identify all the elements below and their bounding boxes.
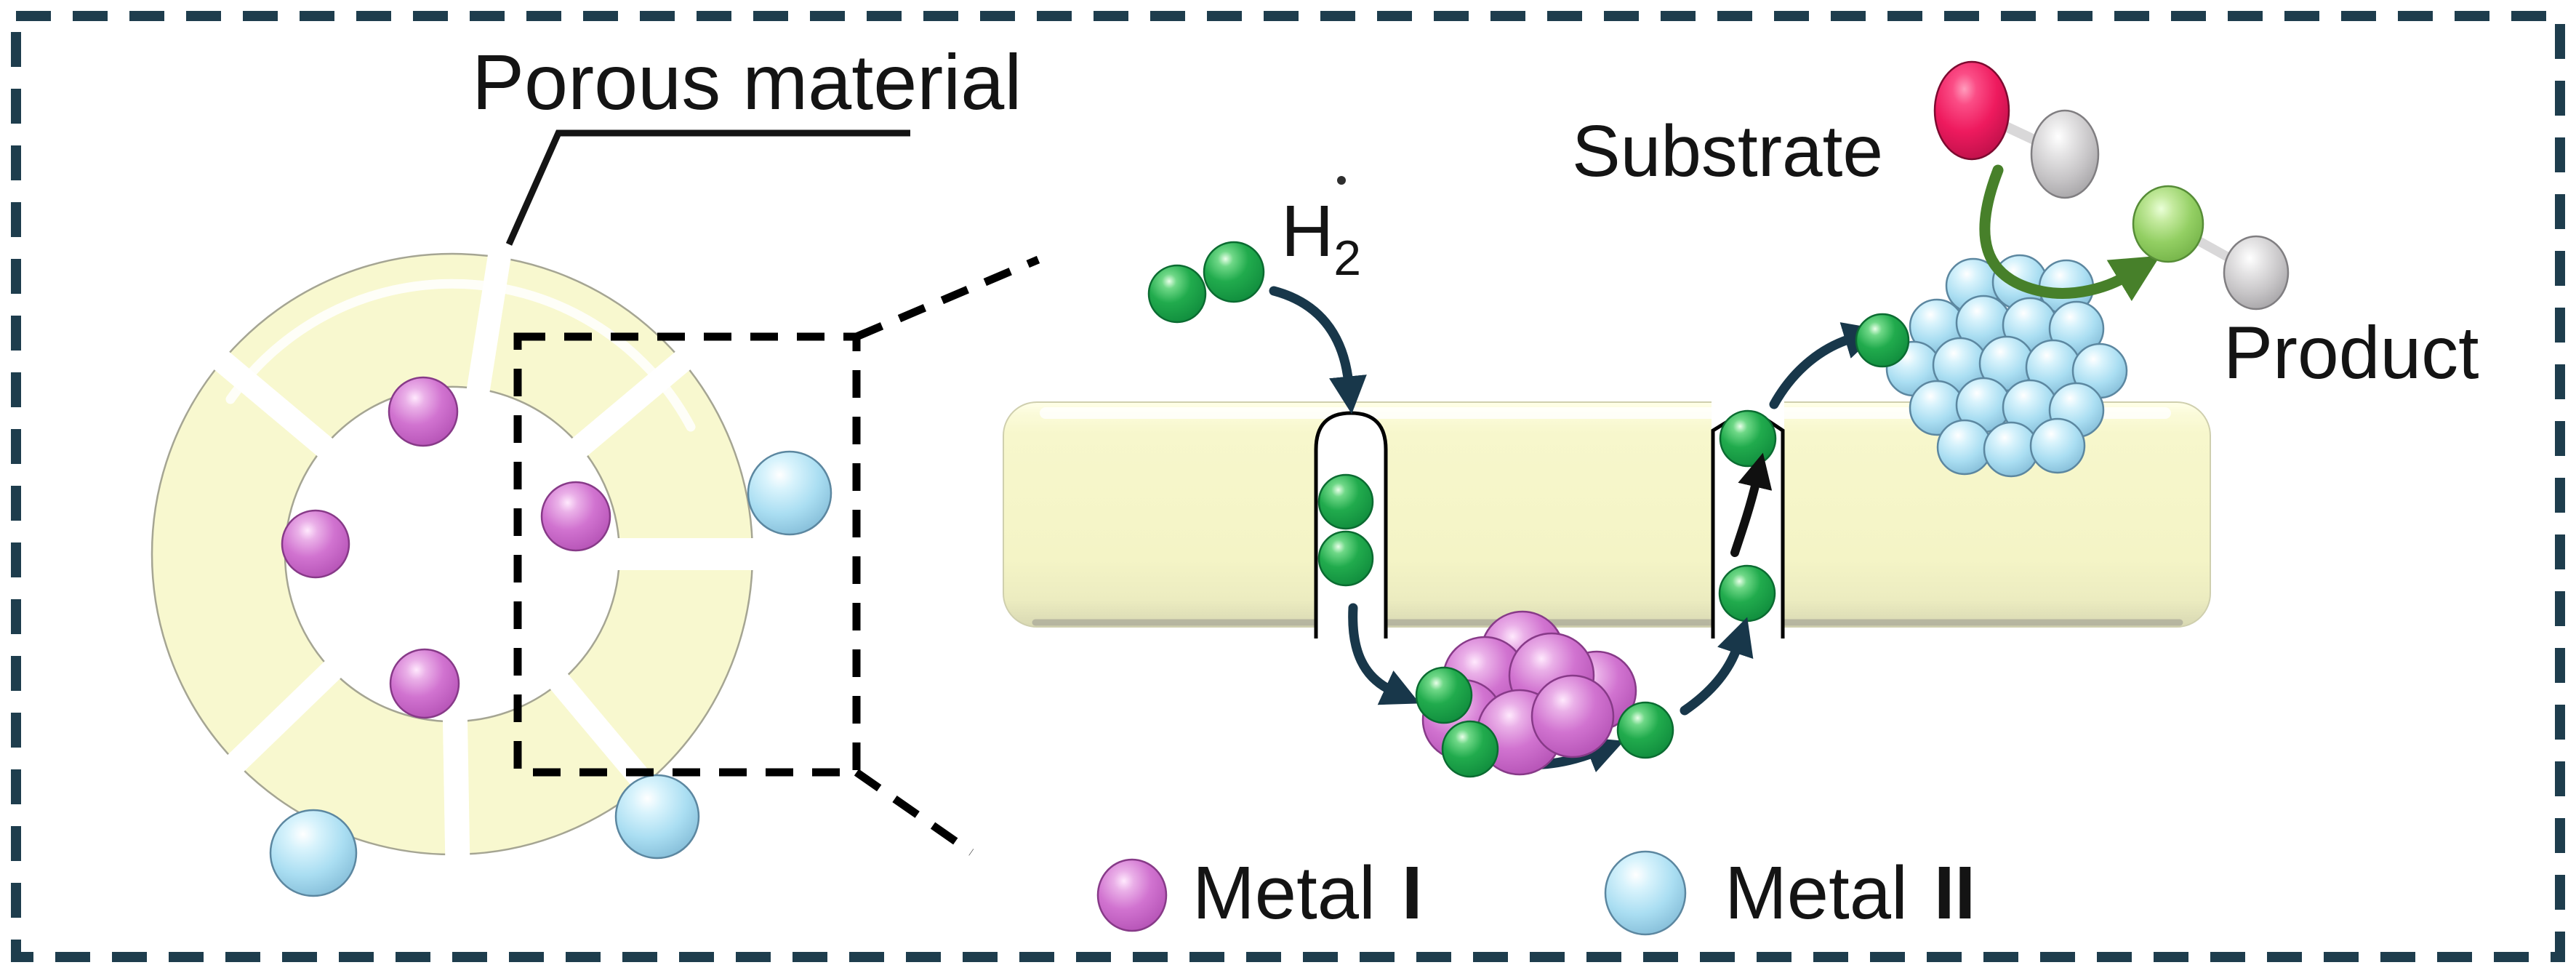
ring-pore-gap <box>563 344 699 464</box>
h2-label: H2 <box>1281 191 1361 286</box>
membrane-slab <box>1003 401 2211 628</box>
spillover-hydrogens <box>1415 666 1674 778</box>
ring-pore-gap <box>442 708 470 868</box>
metal2-cluster-sphere <box>1983 421 2039 478</box>
arrow-up-inside-pore2 <box>1730 452 1773 557</box>
product-molecule <box>2132 185 2290 311</box>
product-gray-atom <box>2223 235 2290 311</box>
hydrogen-atom-on-metal2 <box>1855 313 1910 368</box>
hydrogen-atom <box>1147 264 1207 324</box>
reaction-arrow <box>1979 164 2161 302</box>
hydrogen-atom <box>1415 666 1473 724</box>
porous-material-label: Porous material <box>472 38 1022 126</box>
zoom-box <box>513 332 861 777</box>
metal2-sphere <box>269 809 358 897</box>
hydrogen-atom <box>1719 409 1777 468</box>
metal1-cluster <box>1421 610 1637 776</box>
mechanism-panel: H2 <box>1003 60 2479 778</box>
ring-pore-gaps <box>205 243 765 868</box>
arrow-pore1-exit <box>1348 603 1420 705</box>
ring-pore-gap <box>606 538 765 570</box>
ring-pore-gap <box>465 243 513 404</box>
legend-metal2-swatch <box>1604 850 1687 936</box>
substrate-red-atom <box>1933 60 2010 161</box>
h2-base: H <box>1281 191 1333 272</box>
arrow-pore2-to-metal2 <box>1769 322 1882 409</box>
legend-metal2-numeral: II <box>1934 851 1975 934</box>
product-label: Product <box>2223 311 2479 394</box>
hydrogen-atom <box>1317 530 1374 587</box>
zoom-connector-bottom <box>854 769 974 856</box>
ring-metal2-spheres <box>269 450 832 897</box>
metal1-sphere <box>540 481 611 552</box>
legend-metal2-prefix: Metal <box>1725 851 1908 934</box>
ring-metal1-spheres <box>281 376 611 719</box>
porous-material-panel: Porous material <box>151 38 1040 897</box>
slab-top-highlight <box>1040 407 2171 419</box>
metal2-sphere <box>614 774 700 860</box>
substrate-label: Substrate <box>1572 111 1883 192</box>
legend: Metal I Metal II <box>1096 850 1975 936</box>
metal1-cluster-sphere <box>1530 674 1615 758</box>
legend-metal1-prefix: Metal <box>1192 851 1376 934</box>
hydrogen-atom <box>1317 473 1374 530</box>
hydrogen-atom <box>1616 701 1674 759</box>
hydrogen-atom <box>1203 241 1265 303</box>
arrow-h2-into-pore1 <box>1269 286 1367 415</box>
porous-ring <box>151 243 765 868</box>
legend-metal1-label: Metal I <box>1192 851 1423 934</box>
arrow-into-pore2 <box>1680 617 1754 716</box>
ring-pore-gap <box>542 665 662 801</box>
ring-pore-gap <box>219 652 350 780</box>
legend-metal1-swatch <box>1096 858 1168 932</box>
zoom-connector-top <box>854 255 1040 341</box>
ring-pore-gap <box>205 344 342 464</box>
substrate-molecule <box>1933 60 2100 199</box>
pore-2 <box>1711 400 1785 638</box>
metal1-sphere <box>389 648 460 719</box>
metal1-sphere <box>388 376 459 447</box>
product-green-atom <box>2132 185 2204 263</box>
legend-metal1-numeral: I <box>1402 851 1423 934</box>
porous-material-leader-line <box>505 129 910 246</box>
h2-subscript: 2 <box>1333 231 1361 286</box>
outer-dashed-border <box>11 11 2565 962</box>
h2-molecule <box>1147 241 1265 324</box>
substrate-gray-atom <box>2030 109 2100 199</box>
ring-highlight <box>225 279 696 432</box>
metal2-cluster <box>1885 254 2128 478</box>
hydrogen-atom <box>1441 720 1499 778</box>
metal2-sphere <box>747 450 832 536</box>
metal2-cluster-sphere <box>2029 417 2086 474</box>
legend-metal2-label: Metal II <box>1725 851 1975 934</box>
metal1-sphere <box>281 509 350 579</box>
dot-artifact <box>1337 176 1346 185</box>
slab-body <box>1003 401 2211 628</box>
hydrogen-atom <box>1718 564 1776 622</box>
pore-1 <box>1314 411 1388 638</box>
